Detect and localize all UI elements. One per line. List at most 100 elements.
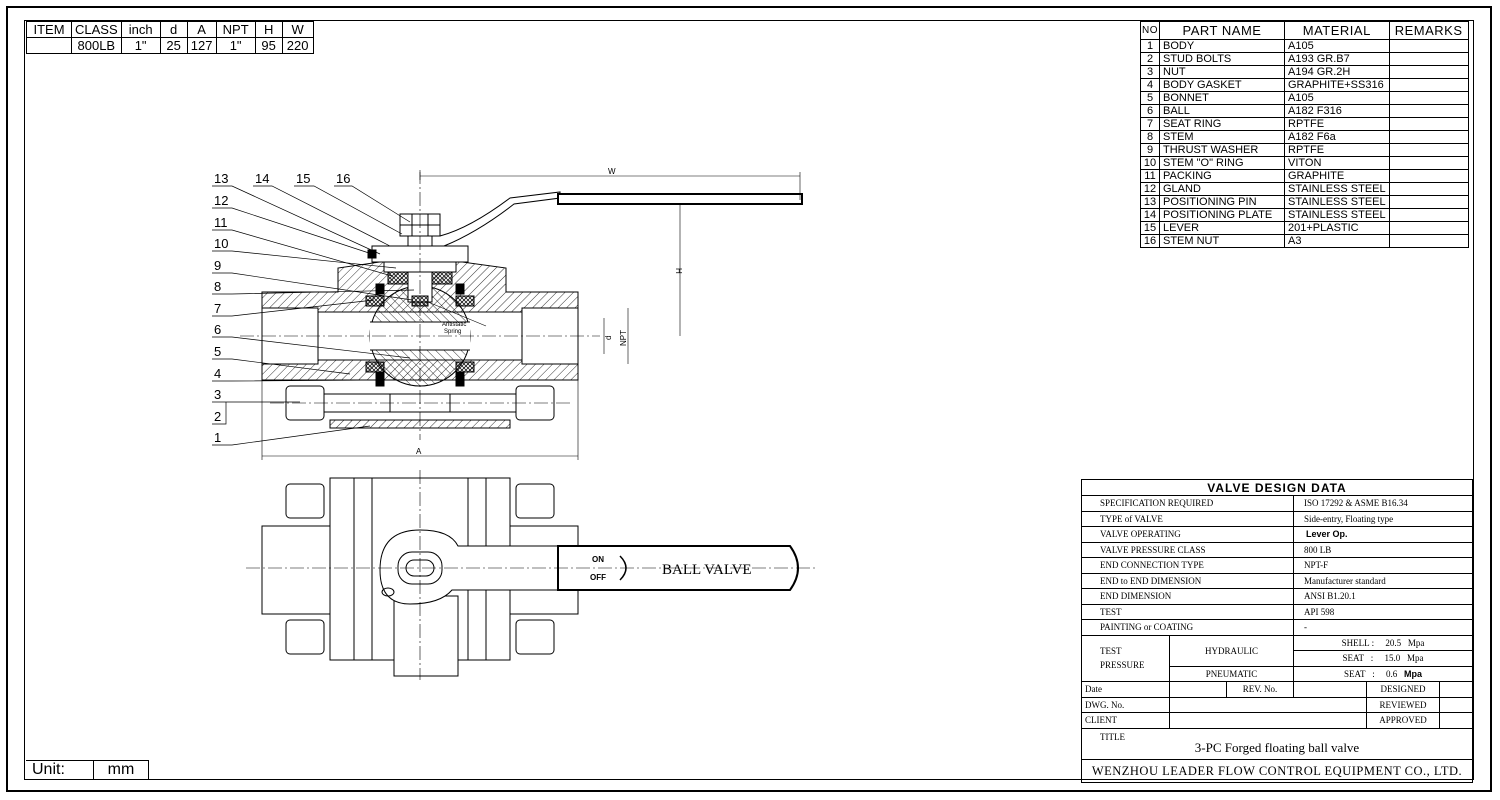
shell-value: 20.5 [1385, 637, 1402, 648]
callout-7: 7 [214, 301, 221, 316]
title-value: 3-PC Forged floating ball valve [1194, 739, 1360, 755]
test-pressure-row-1: TEST PRESSURE HYDRAULIC SHELL : 20.5 Mpa [1081, 634, 1473, 682]
lever-text: BALL VALVE [662, 562, 752, 578]
part-name: STEM NUT [1159, 234, 1285, 248]
dim-w-label: W [608, 167, 616, 176]
drawing-inner-frame [24, 20, 1474, 780]
spec-table: ITEM CLASS inch d A NPT H W 800LB 1" 25 … [26, 21, 314, 54]
callout-4: 4 [214, 366, 221, 381]
drawing-outer-frame [6, 6, 1492, 792]
spec-value-row: 800LB 1" 25 127 1" 95 220 [26, 37, 314, 54]
seat-h-sep: : [1370, 653, 1374, 664]
spec-item [26, 37, 72, 54]
dimensions [261, 172, 801, 460]
spec-class: 800LB [71, 37, 122, 54]
callout-9: 9 [214, 258, 221, 273]
callout-15: 15 [296, 171, 310, 186]
part-name: STEM "O" RING [1159, 156, 1285, 170]
unit-box: Unit: mm [26, 760, 149, 779]
seat-h-name: SEAT [1342, 653, 1364, 664]
antistatic-label-1: Antistatic [442, 322, 466, 328]
part-name: STEM [1159, 130, 1285, 144]
spec-w: 220 [281, 37, 314, 54]
dwg-row: DWG. No. REVIEWED [1081, 696, 1473, 713]
callout-5: 5 [214, 344, 221, 359]
test-pressure-label: TEST PRESSURE [1081, 634, 1170, 682]
antistatic-label-2: Spring [444, 329, 461, 335]
dim-a-label: A [416, 447, 422, 456]
parts-header-row: NO PART NAME MATERIAL REMARKS [1140, 21, 1469, 40]
callouts: 13 14 15 16 12 11 10 9 8 7 6 5 4 3 2 1 [214, 171, 350, 445]
part-material: A105 [1284, 91, 1390, 105]
seat-ring-right-bottom [455, 361, 475, 373]
hydraulic-label: HYDRAULIC [1169, 634, 1294, 667]
seat-ring-left-bottom [365, 361, 385, 373]
seat-h-value: 15.0 [1384, 653, 1401, 664]
test-pressure-label-1: TEST [1100, 646, 1122, 657]
leader-lines [212, 185, 415, 446]
company-name: WENZHOU LEADER FLOW CONTROL EQUIPMENT CO… [1081, 758, 1473, 783]
part-material: STAINLESS STEEL [1284, 195, 1390, 209]
dim-h-label: H [674, 268, 683, 274]
test-pressure-label-2: PRESSURE [1100, 660, 1145, 671]
callout-14: 14 [255, 171, 269, 186]
seat-ring-right-top [455, 295, 475, 307]
top-body-left [261, 525, 331, 615]
seat-p-value: 0.6 [1386, 668, 1398, 679]
lever-labels: ON OFF BALL VALVE [590, 555, 752, 582]
shell-name: SHELL [1341, 637, 1370, 648]
design-data-title: VALVE DESIGN DATA [1081, 479, 1473, 496]
spec-header-class: CLASS [71, 21, 122, 38]
title-cell: TITLE 3-PC Forged floating ball valve [1081, 727, 1473, 760]
lever-grip [557, 193, 803, 205]
part-material: 201+PLASTIC [1284, 221, 1390, 235]
callout-1: 1 [214, 430, 221, 445]
unit-label: Unit: [26, 760, 94, 779]
part-name: GLAND [1159, 182, 1285, 196]
callout-2: 2 [214, 409, 221, 424]
section-view [240, 170, 803, 440]
callout-10: 10 [214, 236, 228, 251]
client-row: CLIENT APPROVED [1081, 712, 1473, 729]
top-view [246, 470, 816, 680]
spec-header-npt: NPT [215, 21, 256, 38]
callout-13: 13 [214, 171, 228, 186]
callout-11: 11 [214, 215, 228, 230]
dim-npt-label: NPT [619, 330, 628, 346]
part-no: 16 [1140, 234, 1160, 248]
part-name: PACKING [1159, 169, 1285, 183]
dim-d-label: d [604, 336, 613, 340]
parts-header-remarks: REMARKS [1388, 21, 1469, 40]
seat-p-name: SEAT [1343, 668, 1366, 679]
part-material: A3 [1284, 234, 1390, 248]
shell-sep: : [1371, 637, 1375, 648]
spec-header-item: ITEM [26, 21, 72, 38]
lever-off-label: OFF [590, 573, 606, 582]
part-remarks [1388, 234, 1469, 248]
callout-16: 16 [336, 171, 350, 186]
callout-12: 12 [214, 193, 228, 208]
seat-p-unit: Mpa [1404, 668, 1423, 679]
callout-6: 6 [214, 322, 221, 337]
seat-p-sep: : [1372, 668, 1375, 679]
design-data-table: VALVE DESIGN DATA SPECIFICATION REQUIRED… [1081, 479, 1473, 783]
spec-npt: 1" [215, 37, 256, 54]
